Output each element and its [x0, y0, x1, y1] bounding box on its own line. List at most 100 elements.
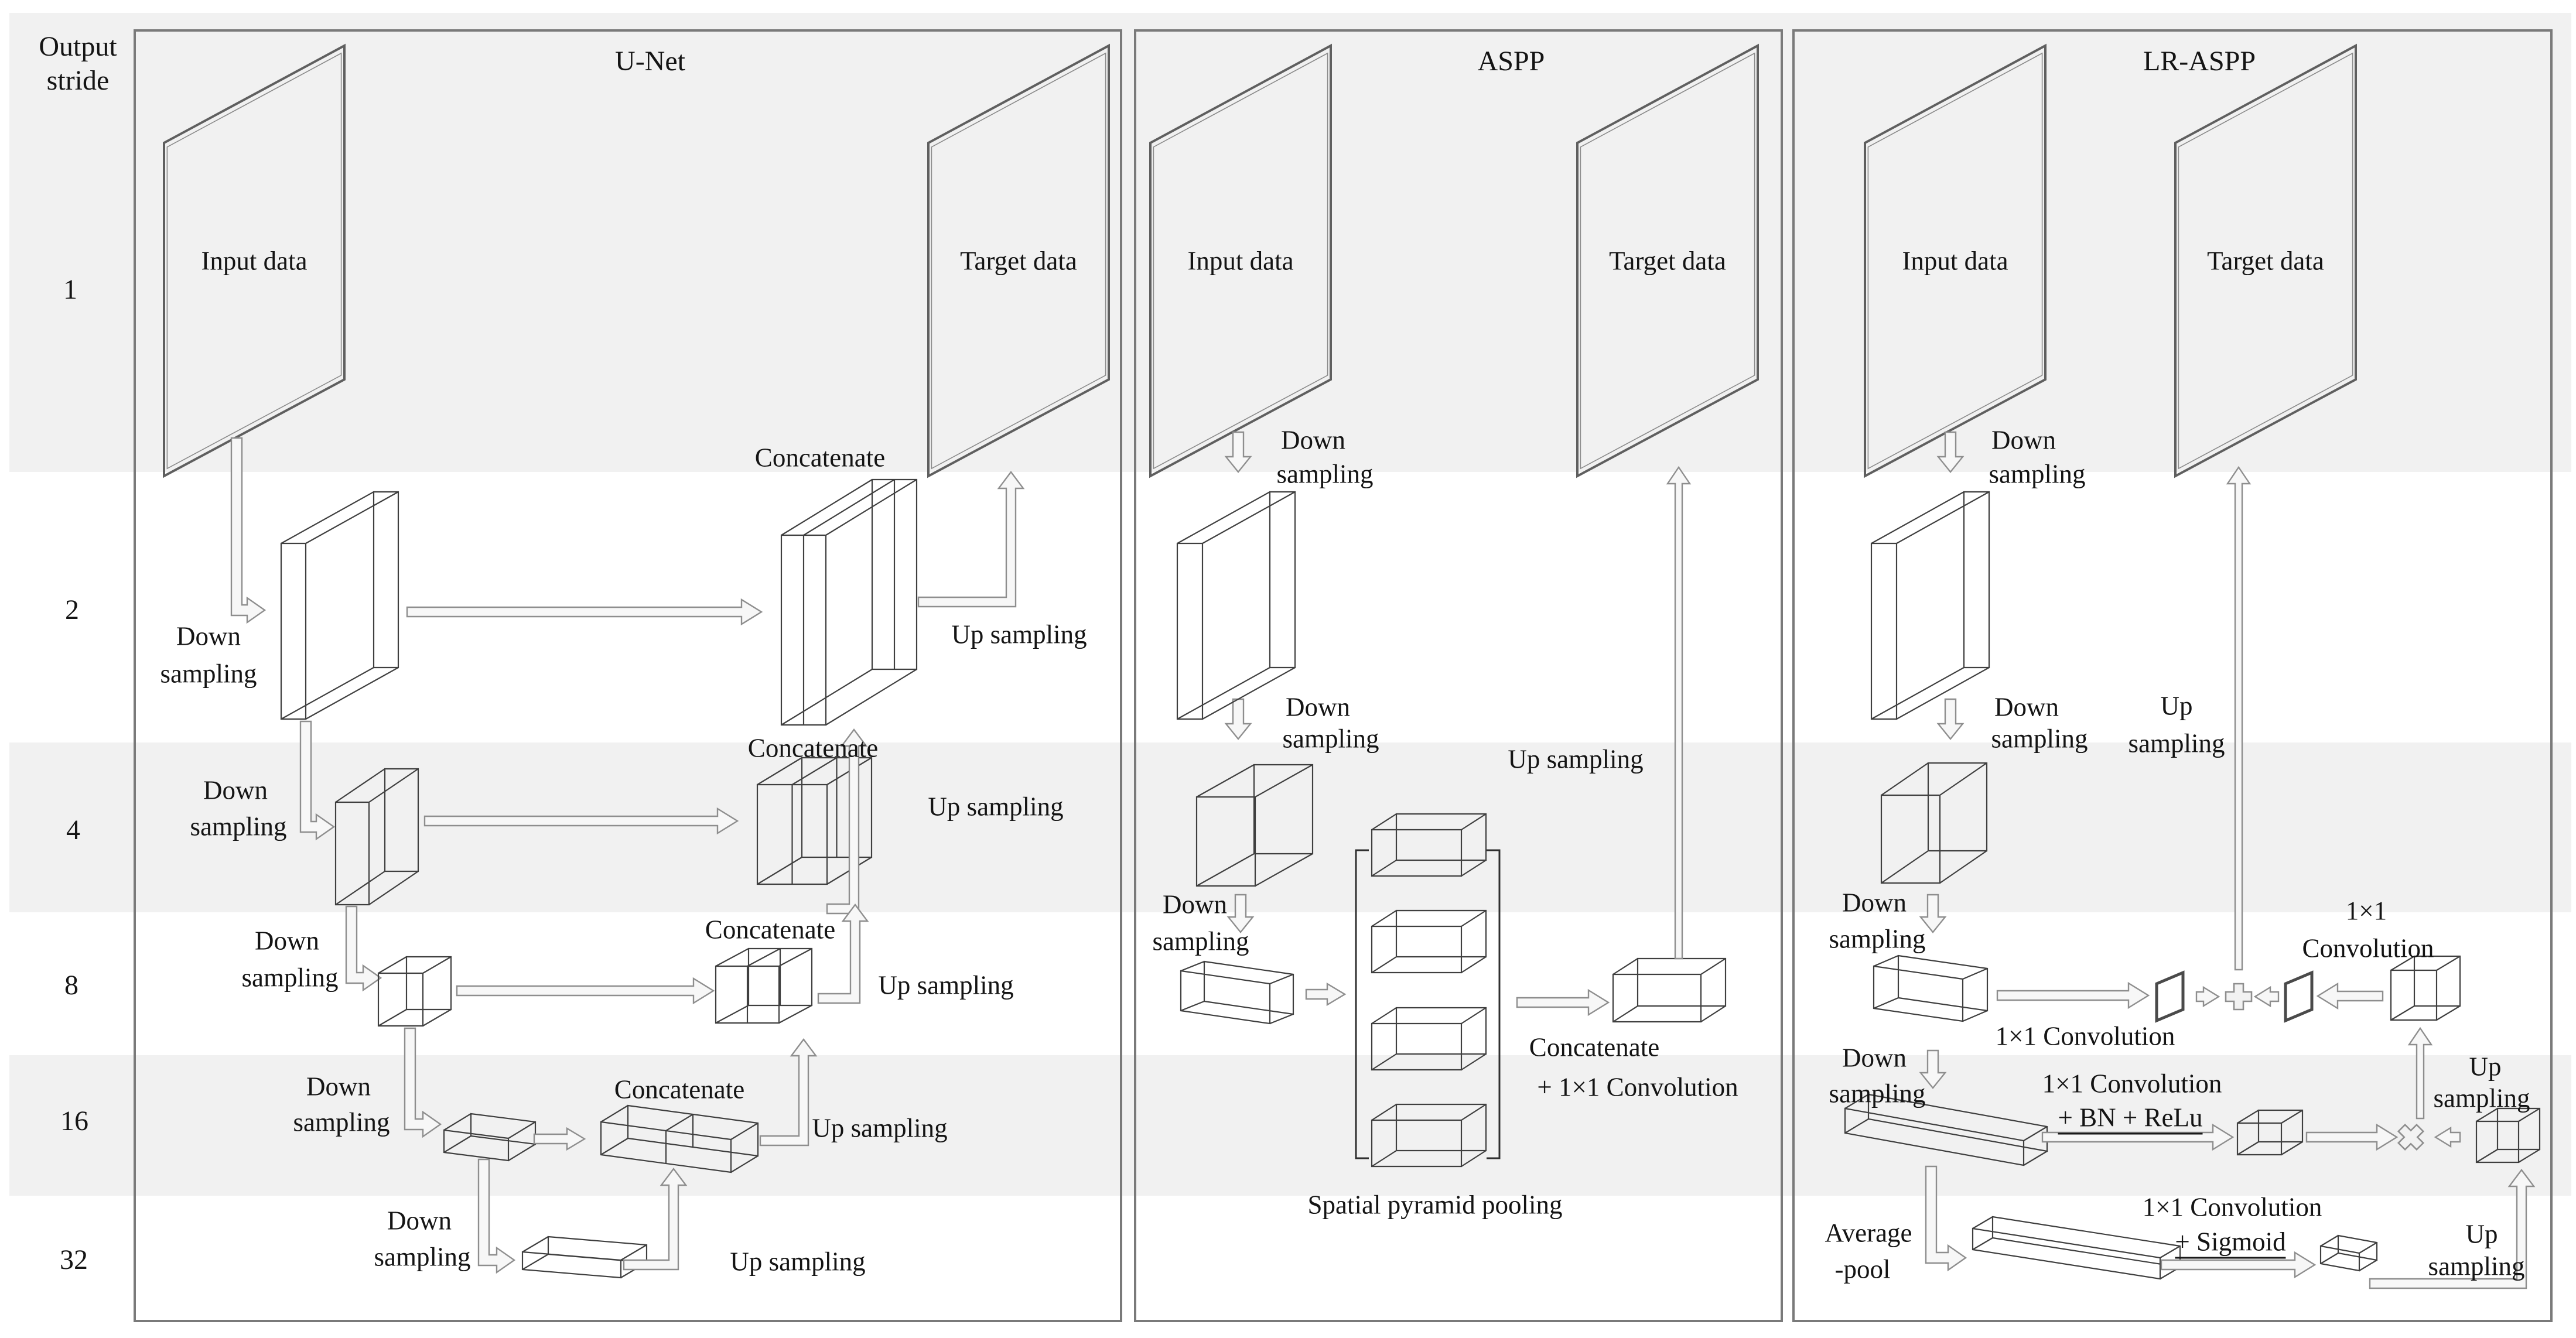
- lr-up16a-label: Up: [2469, 1052, 2502, 1082]
- lr-downsample-arrow-1: [1936, 431, 1965, 473]
- lr-conv8b1-label: 1×1: [2345, 896, 2387, 926]
- unet-cat8-label: Concatenate: [705, 915, 836, 945]
- lr-conv32b-label: + Sigmoid: [2175, 1229, 2286, 1259]
- lr-ds1a-label: Down: [1991, 425, 2056, 455]
- lr-ds4b-label: sampling: [1829, 1079, 1926, 1108]
- lr-plus-in-right-arrow: [2253, 985, 2280, 1008]
- unet-upsample-arrow-s32: [623, 1168, 688, 1271]
- lr-conv8b-arrow: [2316, 982, 2384, 1010]
- lr-box-sigmoid-out: [2319, 1234, 2378, 1272]
- aspp-up-label: Up sampling: [1508, 744, 1644, 774]
- aspp-spp-label: Spatial pyramid pooling: [1307, 1190, 1563, 1220]
- unet-cat4-label: Concatenate: [747, 733, 879, 763]
- lr-conv8-arrow: [1996, 981, 2150, 1010]
- aspp-target-plane-edge: [1580, 52, 1755, 470]
- lr-averagepool-arrow: [1925, 1165, 1967, 1272]
- aspp-input-label: Input data: [1187, 246, 1294, 276]
- lr-sigmoid-arrow: [2160, 1251, 2317, 1279]
- aspp-concat-arrow: [1516, 988, 1610, 1017]
- unet-up8-label: Up sampling: [878, 970, 1014, 1000]
- lr-plus-in-left-arrow: [2195, 985, 2220, 1008]
- aspp-downsample-arrow-3: [1226, 894, 1255, 933]
- aspp-pyramid-box-2: [1371, 909, 1487, 974]
- unet-input-plane: [163, 43, 346, 478]
- lr-ds1b-label: sampling: [1989, 459, 2086, 489]
- lr-feature-box-s8: [1873, 954, 1989, 1022]
- unet-downsample-arrow-1: [230, 437, 267, 624]
- unet-feature-box-s16: [443, 1113, 537, 1162]
- unet-ds5b-label: sampling: [374, 1242, 471, 1272]
- unet-cat2-label: Concatenate: [754, 443, 886, 473]
- aspp-feature-box-s4: [1195, 764, 1314, 887]
- unet-up4-label: Up sampling: [928, 792, 1064, 822]
- lr-ds2b-label: sampling: [1991, 724, 2088, 754]
- lr-ds3a-label: Down: [1842, 888, 1907, 918]
- aspp-downsample-arrow-1: [1224, 431, 1252, 473]
- unet-ds5a-label: Down: [387, 1206, 452, 1236]
- aspp-input-plane: [1149, 43, 1332, 478]
- unet-feature-box-s8: [377, 956, 452, 1027]
- lr-plus-icon: [2225, 983, 2253, 1011]
- lr-multiply-icon: [2397, 1123, 2425, 1151]
- lr-ds4a-label: Down: [1842, 1043, 1907, 1073]
- lr-cube-s8: [2390, 955, 2461, 1021]
- lr-feature-slab-s2: [1870, 491, 1990, 720]
- aspp-to-pyramid-arrow: [1305, 982, 1347, 1007]
- unet-ds4b-label: sampling: [293, 1107, 390, 1137]
- unet-feature-bar-s32: [521, 1236, 648, 1279]
- unet-ds1b-label: sampling: [160, 659, 257, 689]
- lr-plate-left: [2155, 970, 2185, 1023]
- lr-upmainb-label: sampling: [2128, 728, 2225, 758]
- axis-l2-label: stride: [46, 65, 110, 96]
- lr-upmaina-label: Up: [2160, 691, 2193, 721]
- aspp-upsample-arrow: [1666, 466, 1692, 960]
- unet-upsample-arrow-s4: [826, 728, 868, 915]
- aspp-target-label: Target data: [1609, 246, 1726, 276]
- unet-skip-arrow-s4: [423, 807, 739, 835]
- unet-ds2b-label: sampling: [190, 812, 287, 841]
- lr-conv8b2-label: Convolution: [2302, 933, 2434, 963]
- lr-input-plane-edge: [1867, 52, 2043, 470]
- lr-feature-box-s4: [1880, 762, 1988, 884]
- axis-r32-label: 32: [60, 1244, 88, 1275]
- aspp-cat1-label: Concatenate: [1529, 1032, 1660, 1062]
- aspp-ds2a-label: Down: [1286, 692, 1350, 722]
- axis-r4-label: 4: [66, 815, 80, 846]
- lr-input-label: Input data: [1902, 246, 2008, 276]
- aspp-ds2b-label: sampling: [1282, 724, 1379, 754]
- axis-r2-label: 2: [65, 594, 79, 625]
- unet-concat-bar-s16: [600, 1104, 759, 1173]
- unet-upsample-arrow-s8: [817, 904, 869, 1004]
- aspp-downsample-arrow-2: [1224, 698, 1252, 740]
- lr-avg2-label: -pool: [1834, 1254, 1891, 1284]
- lr-rod-s16: [1844, 1093, 2048, 1166]
- unet-downsample-arrow-3: [345, 905, 382, 992]
- lr-ds3b-label: sampling: [1829, 924, 1926, 954]
- lr-to-multiply-arrow: [2305, 1123, 2399, 1151]
- aspp-bracket-left: [1355, 849, 1369, 1159]
- lr-up16b-label: sampling: [2433, 1083, 2530, 1113]
- lr-downsample-arrow-4: [1919, 1049, 1947, 1089]
- lr-upsample-main-arrow: [2226, 466, 2252, 971]
- aspp-ds1a-label: Down: [1281, 425, 1345, 455]
- lr-upsample-s32-arrow: [2369, 1169, 2536, 1289]
- lr-up32b-label: sampling: [2428, 1251, 2525, 1281]
- lr-avg1-label: Average: [1825, 1218, 1912, 1248]
- stride-band-4: [9, 742, 2571, 912]
- lr-title-label: LR-ASPP: [2143, 46, 2256, 77]
- unet-feature-slab-s2: [280, 491, 399, 720]
- aspp-cat2-label: + 1×1 Convolution: [1537, 1072, 1738, 1102]
- lr-box-bn-out: [2236, 1109, 2304, 1156]
- lr-conv16a-label: 1×1 Convolution: [2042, 1069, 2222, 1099]
- aspp-ds3b-label: sampling: [1152, 926, 1249, 956]
- aspp-ds1b-label: sampling: [1276, 459, 1374, 489]
- unet-input-plane-edge: [166, 52, 342, 470]
- aspp-feature-slab-s2: [1176, 491, 1296, 720]
- lr-upsample-s16-arrow: [2407, 1026, 2433, 1120]
- unet-up16-label: Up sampling: [812, 1113, 948, 1143]
- unet-downsample-arrow-5: [477, 1158, 516, 1274]
- unet-cat16-label: Concatenate: [614, 1074, 745, 1104]
- unet-ds3a-label: Down: [255, 926, 319, 956]
